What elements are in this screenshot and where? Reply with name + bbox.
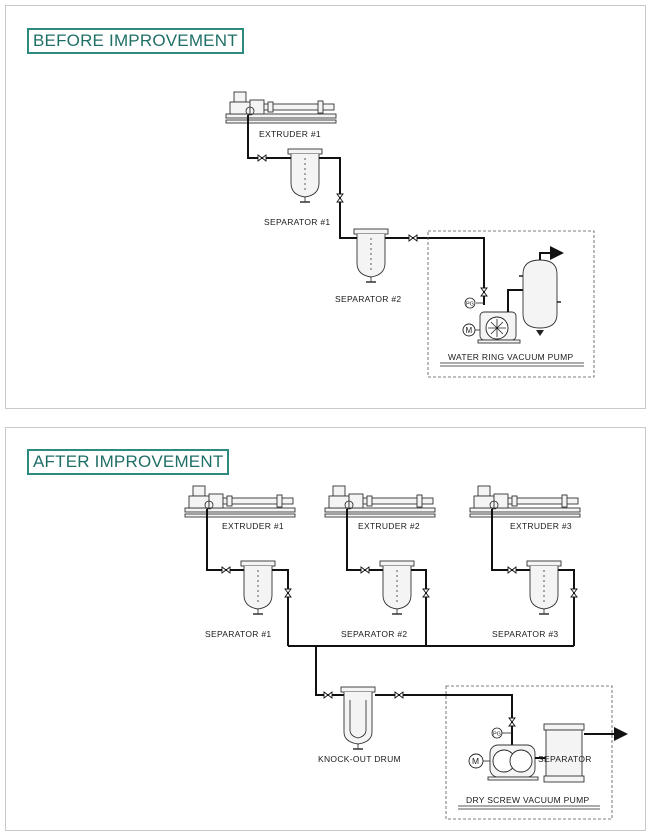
after-separator-2-label: SEPARATOR #2: [341, 629, 407, 639]
valve: [508, 717, 516, 727]
separator-1-symbol: [240, 560, 276, 615]
water-ring-pump-icon: [477, 311, 521, 344]
extruder-3-symbol: [469, 485, 581, 518]
after-motor-label: M: [472, 756, 479, 766]
dry-screw-pump-icon: [487, 744, 539, 781]
after-separator-label: SEPARATOR: [538, 754, 592, 764]
valve: [284, 588, 292, 598]
before-pump-enclosure: [427, 230, 595, 378]
before-exhaust-arrow: [539, 246, 564, 260]
valve: [360, 566, 370, 574]
valve: [221, 566, 231, 574]
after-drum-label: KNOCK-OUT DRUM: [318, 754, 401, 764]
valve: [507, 566, 517, 574]
separator-1-symbol: [287, 148, 323, 203]
pressure-gauge-icon: [491, 727, 503, 739]
before-separator-1-label: SEPARATOR #1: [264, 217, 330, 227]
after-panel: [5, 427, 646, 831]
after-extruder-1-label: EXTRUDER #1: [222, 521, 284, 531]
separator-2-symbol: [353, 228, 389, 283]
before-diagram: EXTRUDER #1 SEPARATOR #1 SEPARATOR #2 PG…: [225, 91, 595, 378]
after-pg-label: PG: [493, 732, 501, 738]
after-title: AFTER IMPROVEMENT: [27, 449, 230, 475]
before-motor-label: M: [466, 326, 473, 335]
after-separator-tank-icon: [543, 723, 585, 783]
after-diagram: EXTRUDER #1 EXTRUDER #2 EXTRUDER #3 SEPA…: [184, 485, 628, 820]
separator-3-symbol: [526, 560, 562, 615]
before-pg-label: PG: [466, 302, 474, 308]
valve: [394, 691, 404, 699]
before-pipe-sep2-pump: [385, 237, 485, 305]
before-separator-tank-icon: [519, 259, 561, 336]
valve: [570, 588, 578, 598]
pressure-gauge-icon: [464, 297, 476, 309]
before-separator-2-label: SEPARATOR #2: [335, 294, 401, 304]
after-pump-label: DRY SCREW VACUUM PUMP: [466, 795, 589, 805]
extruder-1-symbol: [184, 485, 296, 518]
before-extruder-label: EXTRUDER #1: [259, 129, 321, 139]
before-pipe-extruder-sep1: [247, 115, 291, 159]
valve: [257, 154, 267, 162]
valve: [408, 234, 418, 242]
before-panel: [5, 5, 646, 409]
before-pump-label: WATER RING VACUUM PUMP: [448, 352, 573, 362]
before-title: BEFORE IMPROVEMENT: [27, 28, 244, 54]
extruder-1-symbol: [225, 91, 337, 124]
valve: [480, 287, 488, 297]
after-pump-enclosure: [445, 685, 613, 820]
knock-out-drum-icon: [340, 686, 376, 750]
separator-2-symbol: [379, 560, 415, 615]
valve: [323, 691, 333, 699]
after-extruder-2-label: EXTRUDER #2: [358, 521, 420, 531]
valve: [336, 193, 344, 203]
after-separator-1-label: SEPARATOR #1: [205, 629, 271, 639]
extruder-2-symbol: [324, 485, 436, 518]
valve: [422, 588, 430, 598]
after-separator-3-label: SEPARATOR #3: [492, 629, 558, 639]
after-extruder-3-label: EXTRUDER #3: [510, 521, 572, 531]
